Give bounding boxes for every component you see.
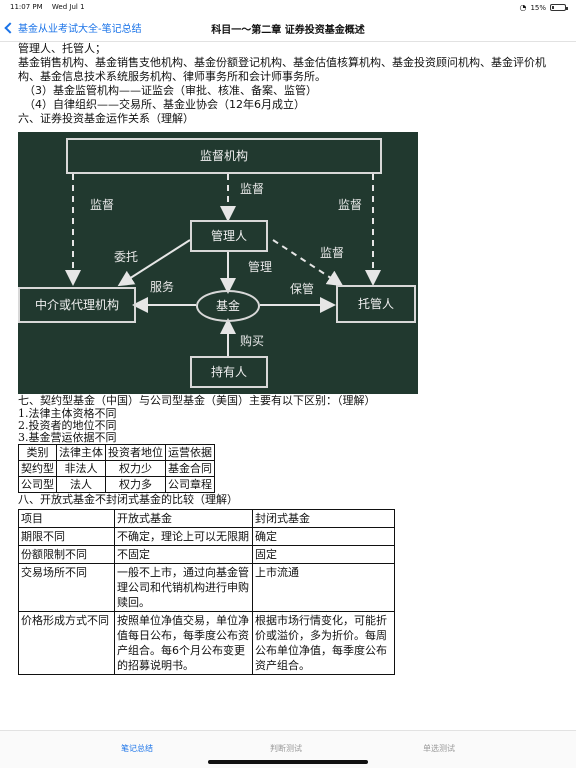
table-row: 价格形成方式不同 按照单位净值交易，单位净值每日公布，每季度公布资产组合。每6个…: [18, 611, 395, 675]
tab-true-false-test[interactable]: 判断测试: [270, 744, 302, 753]
node-custodian: 托管人: [336, 285, 416, 323]
label-supervise-right: 监督: [338, 198, 363, 212]
table-header: 类别: [18, 444, 57, 461]
table-row: 期限不同 不确定，理论上可以无限期 确定: [18, 527, 395, 546]
node-intermediary: 中介或代理机构: [18, 287, 136, 323]
node-regulator: 监督机构: [66, 138, 382, 174]
tab-notes[interactable]: 笔记总结: [121, 744, 153, 753]
home-indicator[interactable]: [208, 760, 368, 764]
label-supervise-center: 监督: [240, 182, 265, 196]
label-manage: 管理: [248, 260, 273, 274]
table-cell: 公司型: [18, 476, 57, 493]
list-item: 2.投资者的地位不同: [18, 419, 117, 432]
table-cell: 份额限制不同: [18, 545, 115, 564]
node-fund: 基金: [196, 290, 260, 322]
wifi-icon: ◔: [519, 3, 527, 12]
label-service: 服务: [150, 280, 175, 294]
status-date: Wed Jul 1: [51, 3, 85, 11]
table-cell: 基金合同: [165, 460, 215, 477]
label-custody: 保管: [290, 282, 315, 296]
table-row: 交易场所不同 一般不上市，通过向基金管理公司和代销机构进行申购赎回。 上市流通: [18, 563, 395, 612]
table-row: 契约型 非法人 权力少 基金合同: [18, 460, 215, 477]
table-header: 运营依据: [165, 444, 215, 461]
battery-fill: [552, 6, 554, 9]
section7-list: 1.法律主体资格不同 2.投资者的地位不同 3.基金营运依据不同: [18, 408, 563, 444]
table-cell: 权力多: [105, 476, 166, 493]
text-line: （3）基金监管机构——证监会（审批、核准、备案、监管）: [24, 84, 317, 97]
text-line: 基金销售机构、基金销售支他机构、基金份额登记机构、基金估值核算机构、基金投资顾问…: [18, 56, 546, 83]
table-cell: 根据市场行情变化，可能折价或溢价，多为折价。每周公布单位净值，每季度公布资产组合…: [252, 611, 395, 675]
status-bar: 11:07 PM Wed Jul 1 ◔ 15%: [0, 0, 576, 14]
table-header: 法律主体: [56, 444, 106, 461]
table-cell: 契约型: [18, 460, 57, 477]
table-cell: 不固定: [114, 545, 253, 564]
table-row: 公司型 法人 权力多 公司章程: [18, 476, 215, 493]
list-item: 3.基金营运依据不同: [18, 431, 117, 444]
table-cell: 按照单位净值交易，单位净值每日公布，每季度公布资产组合。每6个月公布变更的招募说…: [114, 611, 253, 675]
table-cell: 一般不上市，通过向基金管理公司和代销机构进行申购赎回。: [114, 563, 253, 612]
table-cell: 价格形成方式不同: [18, 611, 115, 675]
table-cell: 确定: [252, 527, 395, 546]
table-cell: 不确定，理论上可以无限期: [114, 527, 253, 546]
table-cell: 期限不同: [18, 527, 115, 546]
back-button[interactable]: 基金从业考试大全-笔记总结: [4, 20, 142, 35]
fund-relationship-diagram: 监督机构 管理人 中介或代理机构 基金 托管人 持有人 监督 监督 监督 监督 …: [18, 132, 418, 394]
tab-single-choice-test[interactable]: 单选测试: [423, 744, 455, 753]
table-cell: 非法人: [56, 460, 106, 477]
label-entrust: 委托: [114, 250, 139, 264]
text-line: （4）自律组织——交易所、基金业协会（12年6月成立）: [24, 98, 305, 111]
label-supervise-left: 监督: [90, 198, 115, 212]
navigation-bar: 基金从业考试大全-笔记总结 科目一～第二章 证券投资基金概述: [0, 14, 576, 42]
back-button-label: 基金从业考试大全-笔记总结: [18, 24, 142, 35]
page-title: 科目一～第二章 证券投资基金概述: [211, 25, 365, 36]
table-cell: 上市流通: [252, 563, 395, 612]
table-cell: 法人: [56, 476, 106, 493]
text-line: 管理人、托管人；: [18, 42, 106, 55]
table-row: 份额限制不同 不固定 固定: [18, 545, 395, 564]
table-header: 投资者地位: [105, 444, 166, 461]
fund-type-table: 类别 法律主体 投资者地位 运营依据 契约型 非法人 权力少 基金合同 公司型 …: [18, 444, 215, 493]
table-header-row: 项目 开放式基金 封闭式基金: [18, 509, 395, 528]
diagram-arrows: [65, 174, 381, 358]
battery-percent: 15%: [530, 3, 546, 12]
status-time: 11:07 PM: [10, 3, 43, 11]
table-header: 项目: [18, 509, 115, 528]
label-supervise-custodian: 监督: [320, 246, 345, 260]
table-header-row: 类别 法律主体 投资者地位 运营依据: [18, 444, 215, 461]
table-cell: 固定: [252, 545, 395, 564]
section-title-6: 六、证券投资基金运作关系（理解）: [18, 112, 194, 125]
list-item: 1.法律主体资格不同: [18, 407, 117, 420]
article-content[interactable]: 管理人、托管人； 基金销售机构、基金销售支他机构、基金份额登记机构、基金估值核算…: [18, 42, 563, 730]
table-cell: 公司章程: [165, 476, 215, 493]
table-header: 封闭式基金: [252, 509, 395, 528]
table-header: 开放式基金: [114, 509, 253, 528]
node-holder: 持有人: [190, 356, 268, 388]
section-title-8: 八、开放式基金不封闭式基金的比较（理解）: [18, 493, 238, 506]
table-cell: 权力少: [105, 460, 166, 477]
battery-icon: [550, 4, 568, 11]
open-closed-fund-table: 项目 开放式基金 封闭式基金 期限不同 不确定，理论上可以无限期 确定 份额限制…: [18, 509, 395, 675]
table-cell: 交易场所不同: [18, 563, 115, 612]
section-title-7: 七、契约型基金（中国）与公司型基金（美国）主要有以下区别：（理解）: [18, 394, 376, 407]
node-manager: 管理人: [190, 220, 268, 252]
label-purchase: 购买: [240, 334, 265, 348]
